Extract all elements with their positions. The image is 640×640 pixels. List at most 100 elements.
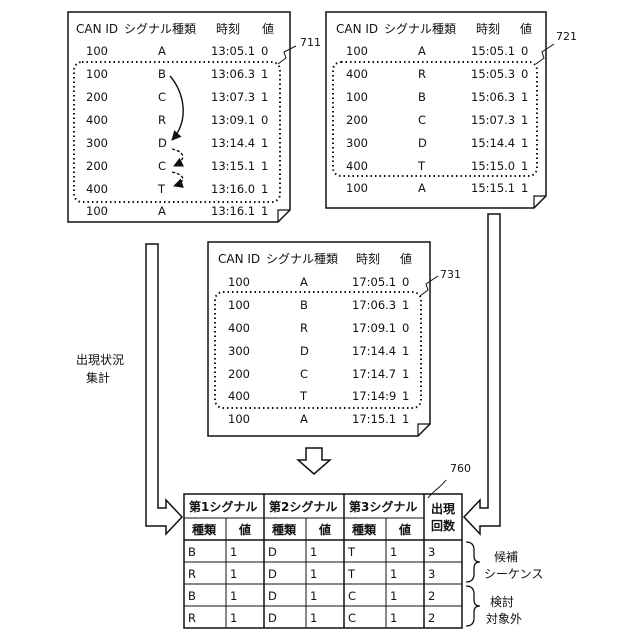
cell-r0-value3: 1 — [390, 545, 397, 559]
log-711-r3-canid: 400 — [86, 113, 108, 127]
log-711-r4-value: 1 — [261, 136, 268, 150]
log-711-r6-canid: 400 — [86, 182, 108, 196]
log-711-r1-value: 1 — [261, 67, 268, 81]
log-711-header-canid: CAN ID — [76, 22, 118, 36]
log-731-r0-type: A — [300, 275, 308, 289]
log-711-r0-canid: 100 — [86, 44, 108, 58]
candidate-label-line1: 候補 — [494, 550, 518, 564]
log-731-header-time: 時刻 — [356, 252, 380, 266]
log-711-r2-value: 1 — [261, 90, 268, 104]
log-731-r1-time: 17:06.3 — [352, 298, 396, 312]
log-711-r3-type: R — [158, 113, 166, 127]
aggregation-label-line1: 出現状況 — [76, 352, 124, 367]
log-711-header-value: 値 — [262, 21, 274, 36]
log-711-r6-value: 1 — [261, 182, 268, 196]
header-count-line1: 出現 — [431, 501, 455, 516]
cell-r0-value2: 1 — [310, 545, 317, 559]
log-731-r3-time: 17:14.4 — [352, 344, 396, 358]
log-721-r4-value: 1 — [521, 136, 528, 150]
log-721-r3-type: C — [418, 113, 426, 127]
log-731-r6-canid: 100 — [228, 412, 250, 426]
log-721-r1-time: 15:05.3 — [471, 67, 515, 81]
log-721-r4-canid: 300 — [346, 136, 368, 150]
log-711-r5-value: 1 — [261, 159, 268, 173]
log-711-r2-time: 13:07.3 — [211, 90, 255, 104]
log-731-r5-type: T — [299, 389, 308, 403]
cell-r1-type1: R — [188, 567, 196, 581]
cell-r1-value1: 1 — [230, 567, 237, 581]
log-721-r4-time: 15:14.4 — [471, 136, 515, 150]
left-flow-arrow — [146, 244, 182, 534]
subheader-type-3: 種類 — [352, 522, 377, 537]
log-721-header-time: 時刻 — [476, 22, 500, 36]
log-731: CAN ID シグナル種類 時刻 値 731 100 A 17:05.1 0 1… — [208, 242, 461, 436]
log-721-r5-canid: 400 — [346, 159, 368, 173]
log-721-r0-value: 0 — [521, 44, 528, 58]
log-731-r5-value: 1 — [402, 389, 409, 403]
header-signal-3: 第3シグナル — [349, 499, 417, 514]
log-731-header-value: 値 — [400, 251, 412, 266]
log-731-r2-type: R — [300, 321, 308, 335]
log-731-r1-canid: 100 — [228, 298, 250, 312]
log-711-r4-canid: 300 — [86, 136, 108, 150]
log-711-r1-time: 13:06.3 — [211, 67, 255, 81]
cell-r0-count: 3 — [428, 545, 435, 559]
log-711-r7-canid: 100 — [86, 204, 108, 218]
log-731-r3-value: 1 — [402, 344, 409, 358]
log-711-r5-canid: 200 — [86, 159, 108, 173]
log-711-r7-value: 1 — [261, 204, 268, 218]
log-731-r0-time: 17:05.1 — [352, 275, 396, 289]
log-731-r3-type: D — [300, 344, 309, 358]
log-721-r0-type: A — [418, 44, 426, 58]
log-731-r2-time: 17:09.1 — [352, 321, 396, 335]
log-721-r6-time: 15:15.1 — [471, 181, 515, 195]
log-721-r5-time: 15:15.0 — [471, 159, 515, 173]
cell-r0-type3: T — [347, 545, 356, 559]
excluded-label-line2: 対象外 — [486, 612, 522, 626]
log-711-r6-type: T — [157, 182, 166, 196]
log-731-r4-type: C — [300, 367, 308, 381]
cell-r3-value2: 1 — [310, 611, 317, 625]
cell-r2-count: 2 — [428, 589, 435, 603]
cell-r1-type3: T — [347, 567, 356, 581]
result-table-ref: 760 — [450, 462, 471, 475]
excluded-label-line1: 検討 — [490, 594, 514, 609]
log-711-r0-type: A — [158, 44, 166, 58]
aggregation-label-line2: 集計 — [86, 370, 110, 385]
log-731-r0-value: 0 — [402, 275, 409, 289]
log-721-r3-canid: 200 — [346, 113, 368, 127]
header-count-line2: 回数 — [431, 518, 456, 533]
log-721-r4-type: D — [418, 136, 427, 150]
log-731-r4-canid: 200 — [228, 367, 250, 381]
log-711: CAN ID シグナル種類 時刻 値 711 100 A 13:05.1 0 1… — [68, 12, 321, 222]
log-711-r3-value: 0 — [261, 113, 268, 127]
candidate-label-line2: シーケンス — [484, 567, 543, 581]
subheader-type-1: 種類 — [192, 522, 217, 537]
cell-r1-count: 3 — [428, 567, 435, 581]
log-711-r0-time: 13:05.1 — [211, 44, 255, 58]
log-711-r1-type: B — [158, 67, 166, 81]
subheader-value-3: 値 — [398, 522, 411, 537]
log-711-r5-type: C — [158, 159, 166, 173]
cell-r3-type2: D — [268, 611, 277, 625]
log-721-r5-value: 1 — [521, 159, 528, 173]
log-721-r6-canid: 100 — [346, 181, 368, 195]
header-signal-1: 第1シグナル — [189, 499, 257, 514]
log-731-r3-canid: 300 — [228, 344, 250, 358]
log-711-r7-type: A — [158, 204, 166, 218]
cell-r3-value1: 1 — [230, 611, 237, 625]
log-731-r4-time: 17:14.7 — [352, 367, 396, 381]
log-721-r6-value: 1 — [521, 181, 528, 195]
log-731-r0-canid: 100 — [228, 275, 250, 289]
cell-r3-value3: 1 — [390, 611, 397, 625]
cell-r1-value2: 1 — [310, 567, 317, 581]
right-flow-arrow — [464, 214, 500, 534]
log-721-header-canid: CAN ID — [336, 22, 378, 36]
cell-r2-value3: 1 — [390, 589, 397, 603]
log-731-r6-type: A — [300, 412, 308, 426]
subheader-value-2: 値 — [318, 522, 331, 537]
log-731-r6-value: 1 — [402, 412, 409, 426]
cell-r2-type2: D — [268, 589, 277, 603]
log-711-r0-value: 0 — [261, 44, 268, 58]
cell-r0-type2: D — [268, 545, 277, 559]
